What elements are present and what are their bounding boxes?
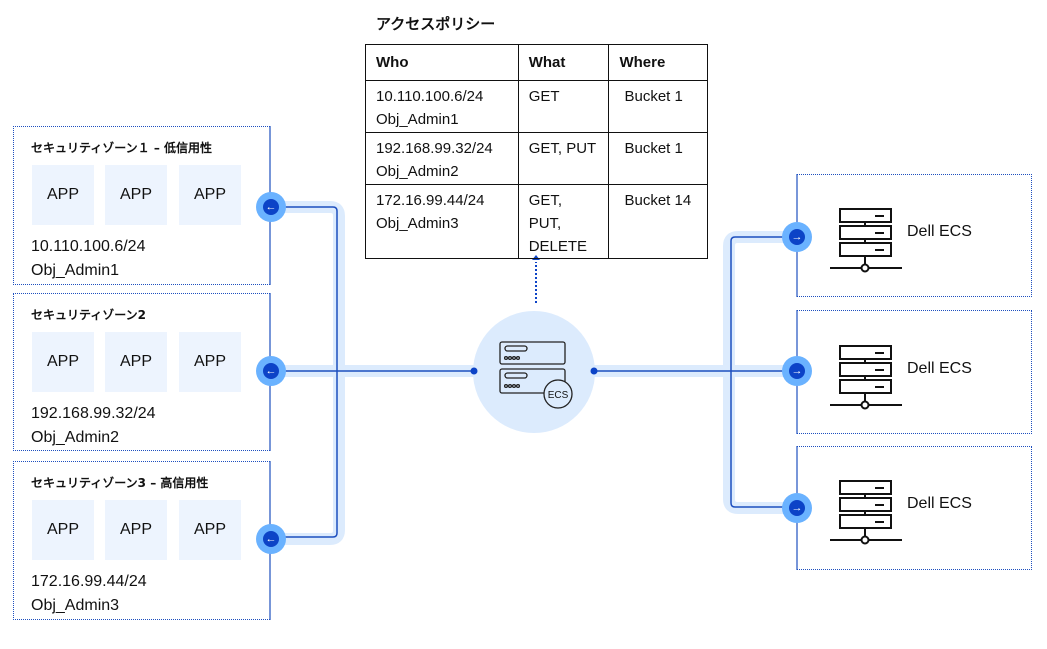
header-who: Who xyxy=(365,44,519,81)
cell-where: Bucket 1 xyxy=(608,132,708,185)
hub-right-dot xyxy=(590,367,598,375)
zone-title: セキュリティゾーン１ – 低信用性 xyxy=(31,141,213,155)
storage-3-port: → xyxy=(782,493,812,523)
arrow-right-icon: → xyxy=(789,500,805,516)
right-bus-halo xyxy=(593,231,785,514)
app-tile: APP xyxy=(179,332,241,392)
cell-where: Bucket 14 xyxy=(608,184,708,259)
app-tile: APP xyxy=(32,332,94,392)
app-tile: APP xyxy=(105,500,167,560)
zone-address: 172.16.99.44/24 Obj_Admin3 xyxy=(31,570,147,618)
storage-node-3: Dell ECS xyxy=(797,446,1032,570)
server-rack-icon xyxy=(830,208,902,273)
zone-admin: Obj_Admin3 xyxy=(31,597,120,614)
right-bus-line xyxy=(730,236,785,508)
storage-1-port: → xyxy=(782,222,812,252)
hub-circle xyxy=(473,311,595,433)
app-tile: APP xyxy=(32,500,94,560)
arrow-left-icon: ← xyxy=(263,363,279,379)
zone-address: 192.168.99.32/24 Obj_Admin2 xyxy=(31,402,156,450)
cell-what: GET, PUT,DELETE xyxy=(517,184,610,259)
storage-2-port: → xyxy=(782,356,812,386)
security-zone-1: セキュリティゾーン１ – 低信用性 APP APP APP 10.110.100… xyxy=(13,126,270,285)
arrow-right-icon: → xyxy=(789,363,805,379)
policy-header-row: Who What Where xyxy=(365,44,708,81)
zone-address: 10.110.100.6/24 Obj_Admin1 xyxy=(31,235,145,283)
server-stack-icon xyxy=(499,341,573,409)
storage-label: Dell ECS xyxy=(907,495,972,512)
zone-1-port: ← xyxy=(256,192,286,222)
zone-ip: 10.110.100.6/24 xyxy=(31,238,146,255)
header-what: What xyxy=(517,44,610,81)
storage-label: Dell ECS xyxy=(907,360,972,377)
cell-what: GET xyxy=(517,80,610,133)
cell-where: Bucket 1 xyxy=(608,80,708,133)
zone-2-port: ← xyxy=(256,356,286,386)
arrow-left-icon: ← xyxy=(263,531,279,547)
hub-label: ECS xyxy=(548,390,569,401)
zone-admin: Obj_Admin2 xyxy=(31,429,120,446)
zone-title: セキュリティゾーン2 xyxy=(31,308,147,322)
zone-title: セキュリティゾーン3 – 高信用性 xyxy=(31,476,209,490)
app-tile: APP xyxy=(179,500,241,560)
zone-ip: 192.168.99.32/24 xyxy=(31,405,156,422)
app-tile: APP xyxy=(32,165,94,225)
arrow-left-icon: ← xyxy=(263,199,279,215)
server-rack-icon xyxy=(830,345,902,410)
app-tile: APP xyxy=(179,165,241,225)
arrow-right-icon: → xyxy=(789,229,805,245)
policy-title: アクセスポリシー xyxy=(376,15,496,33)
cell-what: GET, PUT xyxy=(517,132,610,185)
storage-label: Dell ECS xyxy=(907,223,972,240)
security-zone-2: セキュリティゾーン2 APP APP APP 192.168.99.32/24 … xyxy=(13,293,270,451)
zone-admin: Obj_Admin1 xyxy=(31,262,120,279)
zone-ip: 172.16.99.44/24 xyxy=(31,573,147,590)
security-zone-3: セキュリティゾーン3 – 高信用性 APP APP APP 172.16.99.… xyxy=(13,461,270,620)
zone-3-port: ← xyxy=(256,524,286,554)
app-tile: APP xyxy=(105,165,167,225)
header-where: Where xyxy=(608,44,708,81)
storage-node-2: Dell ECS xyxy=(797,310,1032,434)
storage-node-1: Dell ECS xyxy=(797,174,1032,297)
hub-left-dot xyxy=(470,367,478,375)
server-rack-icon xyxy=(830,480,902,545)
app-tile: APP xyxy=(105,332,167,392)
left-bus-line xyxy=(285,206,338,538)
